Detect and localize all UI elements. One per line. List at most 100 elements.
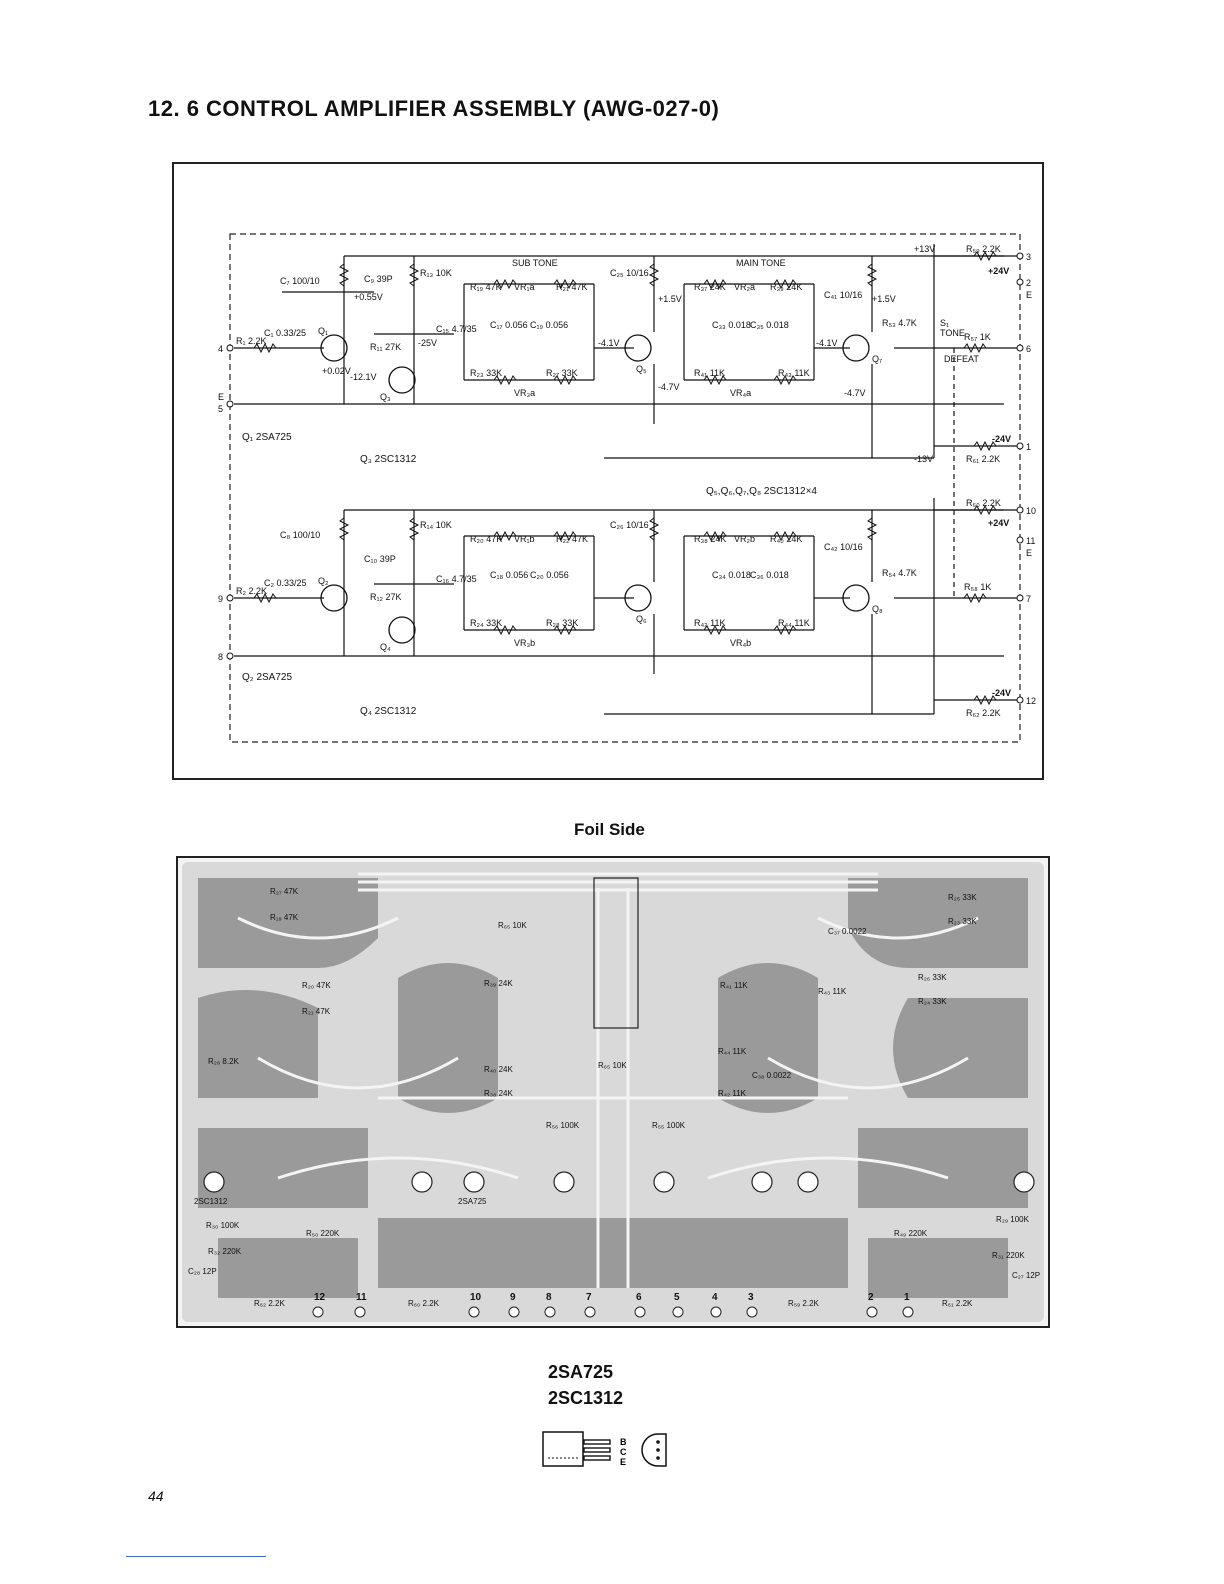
pcb-label-17: R₂₄ 33K bbox=[918, 997, 947, 1006]
pcb-label-4: R₂₈ 8.2K bbox=[208, 1057, 240, 1066]
pcb-transistor-q6 bbox=[203, 1171, 225, 1193]
pcb-label-7: R₃₉ 24K bbox=[484, 979, 513, 988]
ch2-label-r20: R₂₀ 47K bbox=[470, 534, 502, 544]
ch1-voltage-6: -4.1V bbox=[598, 338, 620, 348]
ch2-label-vr4b: VR₄b bbox=[730, 638, 751, 648]
ch1-voltage-1: +0.55V bbox=[354, 292, 383, 302]
sub-tone-label: SUB TONE bbox=[512, 258, 558, 268]
ch1-label-c19: C₁₉ 0.056 bbox=[530, 320, 568, 330]
ch1-label-r39: R₃₉ 24K bbox=[770, 282, 802, 292]
terminal-4: 4 bbox=[218, 344, 223, 354]
switch-label-tone: TONE bbox=[940, 328, 965, 338]
pcb-foil-layout: R₂₇ 47K R₁₉ 47K R₂₁ 47K R₂₀ 47K R₂₈ 8.2K… bbox=[176, 856, 1050, 1328]
pcb-pin-6: 6 bbox=[636, 1292, 642, 1303]
pcb-label-24: R₃₂ 220K bbox=[208, 1247, 242, 1256]
ch1-label-r61: R₆₁ 2.2K bbox=[966, 454, 1000, 464]
ch1-voltage-14: -24V bbox=[992, 434, 1011, 444]
ch1-transistor-label-q5: Q₅ bbox=[636, 364, 647, 374]
ch2-label-c42: C₄₂ 10/16 bbox=[824, 542, 863, 552]
ch1-voltage-10: -4.7V bbox=[844, 388, 866, 398]
ch1-label-c47: R₅₃ 4.7K bbox=[882, 318, 917, 328]
terminal-10: 10 bbox=[1026, 506, 1036, 516]
schematic-labels: SUB TONE MAIN TONE R₁ 2.2K C₁ 0.33/25 C₇… bbox=[218, 244, 1036, 718]
pcb-label-1: R₁₉ 47K bbox=[270, 913, 299, 922]
terminal-6: 6 bbox=[1026, 344, 1031, 354]
terminal-5: 5 bbox=[218, 404, 223, 414]
ch1-voltage-13: +24V bbox=[988, 266, 1009, 276]
ch1-label-c25: C₂₅ 10/16 bbox=[610, 268, 649, 278]
page-title: 12. 6 CONTROL AMPLIFIER ASSEMBLY (AWG-02… bbox=[148, 96, 720, 121]
terminal-12: 12 bbox=[1026, 696, 1036, 706]
pcb-label-34: 2SC1312 bbox=[194, 1197, 228, 1206]
ch2-label-vr1b: VR₁b bbox=[514, 534, 535, 544]
terminal-11: 11 bbox=[1026, 536, 1035, 546]
ch2-voltage-1: +24V bbox=[988, 518, 1009, 528]
pcb-transistors bbox=[203, 1171, 1035, 1193]
transistor-q1 bbox=[320, 334, 348, 362]
pcb-label-9: R₃₈ 24K bbox=[484, 1089, 513, 1098]
ch1-label-r57: R₅₇ 1K bbox=[964, 332, 991, 342]
ch1-label-r43: R₄₃ 11K bbox=[778, 368, 810, 378]
pcb-pin-11: 11 bbox=[356, 1292, 367, 1303]
ch1-transistor-label-q3: Q₃ bbox=[380, 392, 391, 402]
ch2-transistors bbox=[320, 584, 870, 644]
ch2-label-r2: R₂ 2.2K bbox=[236, 586, 267, 596]
ch2-transistor-label-q8: Q₈ bbox=[872, 604, 883, 614]
ch2-label-c48: R₅₄ 4.7K bbox=[882, 568, 917, 578]
ch2-label-vr3b: VR₃b bbox=[514, 638, 535, 648]
pcb-label-13: R₄₂ 11K bbox=[718, 1089, 747, 1098]
traces bbox=[237, 872, 979, 1288]
pin-label-b: B bbox=[620, 1437, 627, 1447]
ch2-label-r40: R₄₀ 24K bbox=[770, 534, 802, 544]
ch1-note-q3: Q₃ 2SC1312 bbox=[360, 454, 417, 465]
ch1-label-c15: C₁₅ 4.7/35 bbox=[436, 324, 477, 334]
ch2-label-c34: C₃₄ 0.018 bbox=[712, 570, 751, 580]
ch2-label-r24: R₂₄ 33K bbox=[470, 618, 502, 628]
ch2-label-c10: C₁₀ 39P bbox=[364, 554, 396, 564]
ch2-label-c2: C₂ 0.33/25 bbox=[264, 578, 307, 588]
pcb-label-23: R₂₉ 100K bbox=[996, 1215, 1030, 1224]
pcb-label-2: R₂₁ 47K bbox=[302, 1007, 331, 1016]
channel-2 bbox=[234, 348, 1020, 715]
transistor-q3 bbox=[388, 366, 416, 394]
pcb-label-10: R₄₁ 11K bbox=[720, 981, 748, 990]
terminal-7: 7 bbox=[1026, 594, 1031, 604]
transistor-q6 bbox=[624, 584, 652, 612]
terminal-3: 3 bbox=[1026, 252, 1031, 262]
page-number: 44 bbox=[148, 1488, 164, 1504]
ch1-label-vr3a: VR₃a bbox=[514, 388, 535, 398]
ch1-label-r13: R₁₃ 10K bbox=[420, 268, 452, 278]
pcb-label-32: C₂₈ 12P bbox=[188, 1267, 217, 1276]
ch1-label-r37: R₃₇ 24K bbox=[694, 282, 726, 292]
ch2-note-q2: Q₂ 2SA725 bbox=[242, 672, 292, 683]
ch1-label-c9: C₉ 39P bbox=[364, 274, 393, 284]
pcb-transistor-q5 bbox=[1013, 1171, 1035, 1193]
terminal-2: 2 bbox=[1026, 278, 1031, 288]
transistor-q4 bbox=[388, 616, 416, 644]
ch2-label-r12: R₁₂ 27K bbox=[370, 592, 402, 602]
ch1-voltage-8: +1.5V bbox=[872, 294, 896, 304]
pcb-label-5: R₆₅ 10K bbox=[498, 921, 527, 930]
ch1-label-r41: R₄₁ 11K bbox=[694, 368, 725, 378]
terminal-9: 9 bbox=[218, 594, 223, 604]
ch2-label-r44: R₄₄ 11K bbox=[778, 618, 810, 628]
pcb-pin-1: 1 bbox=[904, 1292, 910, 1303]
pcb-label-29: R₆₀ 2.2K bbox=[408, 1299, 440, 1308]
pcb-pin-2: 2 bbox=[868, 1292, 874, 1303]
transistor-pinout-diagram: B C E bbox=[542, 1431, 667, 1467]
pcb-label-30: R₅₉ 2.2K bbox=[788, 1299, 820, 1308]
transistor-body-icon bbox=[542, 1431, 584, 1467]
ch1-label-c35: C₃₅ 0.018 bbox=[750, 320, 789, 330]
board-boundary bbox=[229, 233, 1021, 743]
ch1-label-c17: C₁₇ 0.056 bbox=[490, 320, 528, 330]
pcb-pin-7: 7 bbox=[586, 1292, 592, 1303]
ch2-label-r58: R₅₈ 1K bbox=[964, 582, 991, 592]
main-tone-label: MAIN TONE bbox=[736, 258, 786, 268]
ch1-label-r59: R₅₉ 2.2K bbox=[966, 244, 1001, 254]
pcb-transistor-q4 bbox=[411, 1171, 433, 1193]
transistor-q8 bbox=[842, 584, 870, 612]
terminals bbox=[226, 252, 1024, 704]
ch2-label-r38: R₃₈ 24K bbox=[694, 534, 726, 544]
connector-outline bbox=[593, 877, 639, 1029]
pcb-label-0: R₂₇ 47K bbox=[270, 887, 299, 896]
